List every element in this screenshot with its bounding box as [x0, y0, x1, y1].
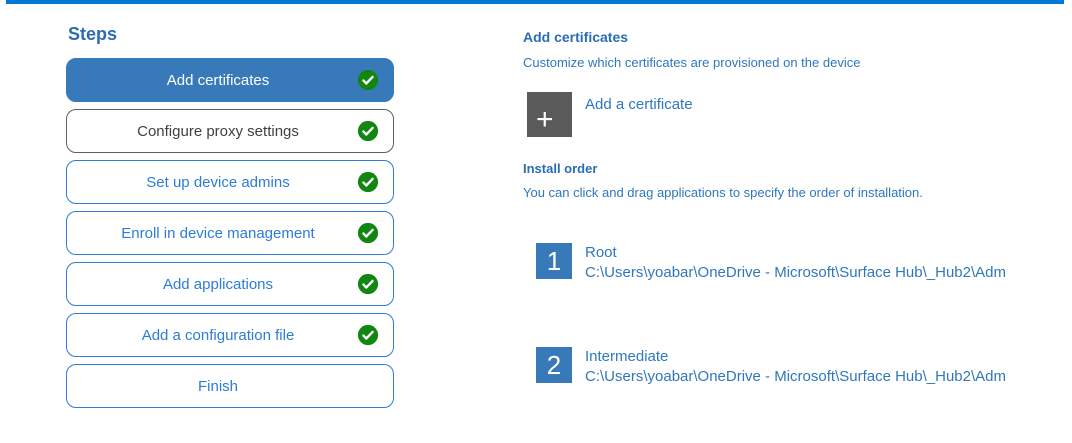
step-add-a-configuration-file[interactable]: Add a configuration file: [66, 313, 394, 357]
content-panel: Add certificates Customize which certifi…: [523, 29, 1068, 387]
install-order-title: Install order: [523, 161, 598, 176]
step-label: Enroll in device management: [121, 224, 315, 242]
check-icon: [357, 69, 379, 91]
step-set-up-device-admins[interactable]: Set up device admins: [66, 160, 394, 204]
step-label: Configure proxy settings: [137, 122, 299, 140]
step-label: Set up device admins: [146, 173, 290, 191]
check-icon: [357, 120, 379, 142]
check-icon: [357, 273, 379, 295]
step-finish[interactable]: Finish: [66, 364, 394, 408]
check-icon: [357, 324, 379, 346]
certificate-path: C:\Users\yoabar\OneDrive - Microsoft\Sur…: [585, 368, 1006, 385]
step-label: Add certificates: [166, 71, 270, 89]
install-item-text: Root C:\Users\yoabar\OneDrive - Microsof…: [585, 243, 1006, 283]
certificate-name: Intermediate: [585, 348, 669, 365]
add-certificate-row: + Add a certificate: [527, 92, 1068, 137]
steps-panel: Steps Add certificates Configure proxy s…: [66, 24, 394, 415]
install-item-text: Intermediate C:\Users\yoabar\OneDrive - …: [585, 347, 1006, 387]
page-subtitle: Customize which certificates are provisi…: [523, 55, 861, 70]
certificate-path: C:\Users\yoabar\OneDrive - Microsoft\Sur…: [585, 264, 1006, 281]
install-order-item-intermediate[interactable]: 2 Intermediate C:\Users\yoabar\OneDrive …: [536, 347, 1068, 387]
step-label: Add applications: [162, 275, 274, 293]
check-icon: [357, 171, 379, 193]
step-label: Add a configuration file: [141, 326, 295, 344]
order-number-tile: 1: [536, 243, 572, 279]
add-certificate-label[interactable]: Add a certificate: [585, 96, 693, 113]
step-add-certificates[interactable]: Add certificates: [66, 58, 394, 102]
step-enroll-in-device-management[interactable]: Enroll in device management: [66, 211, 394, 255]
order-number-tile: 2: [536, 347, 572, 383]
top-accent-bar: [6, 0, 1064, 4]
page-title: Add certificates: [523, 29, 629, 45]
step-add-applications[interactable]: Add applications: [66, 262, 394, 306]
step-configure-proxy-settings[interactable]: Configure proxy settings: [66, 109, 394, 153]
plus-icon: +: [536, 103, 554, 136]
certificate-name: Root: [585, 244, 617, 261]
add-certificate-button[interactable]: +: [527, 92, 572, 137]
install-order-item-root[interactable]: 1 Root C:\Users\yoabar\OneDrive - Micros…: [536, 243, 1068, 283]
install-order-description: You can click and drag applications to s…: [523, 185, 923, 200]
steps-title: Steps: [68, 24, 118, 44]
check-icon: [357, 222, 379, 244]
step-label: Finish: [197, 377, 238, 395]
